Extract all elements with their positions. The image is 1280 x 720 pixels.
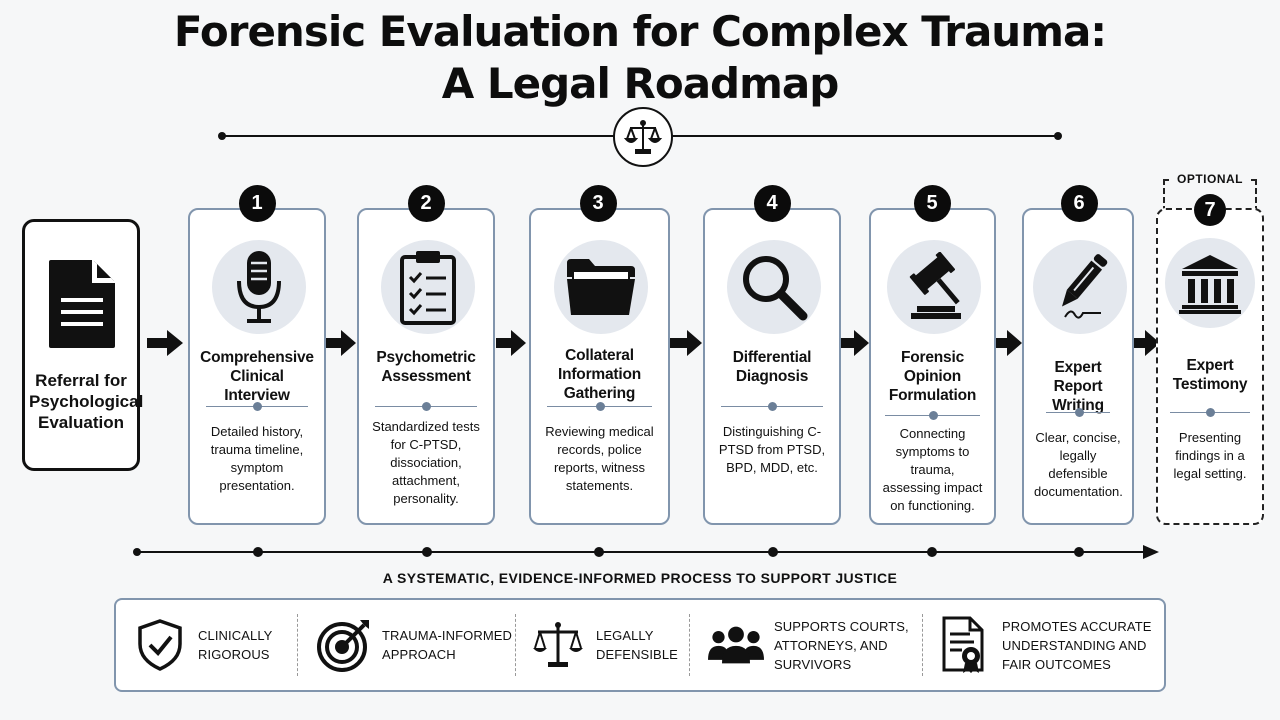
step-description: Clear, concise, legally defensible docum…	[1034, 430, 1123, 499]
step-description: Distinguishing C-PTSD from PTSD, BPD, MD…	[718, 424, 826, 475]
step-number-badge: 6	[1060, 185, 1098, 222]
gavel-icon	[909, 252, 961, 319]
timeline-dot	[1074, 547, 1084, 557]
step-description: Detailed history, trauma timeline, sympt…	[210, 424, 304, 493]
step-title: Expert Report Writing	[1052, 359, 1104, 414]
step-title: Forensic Opinion Formulation	[888, 349, 977, 404]
icon-circle	[727, 240, 821, 334]
rule-endpoint-right	[1054, 132, 1062, 140]
principle-label: SUPPORTS COURTS, ATTORNEYS, AND SURVIVOR…	[774, 618, 909, 672]
step-number-badge: 7	[1194, 194, 1226, 226]
icon-circle	[887, 240, 981, 334]
divider-dot	[421, 402, 431, 411]
divider-dot	[928, 411, 938, 420]
title-rule-left	[222, 135, 614, 137]
step-number-badge: 3	[579, 185, 617, 222]
principle-item: SUPPORTS COURTS, ATTORNEYS, AND SURVIVOR…	[708, 600, 909, 690]
scales-of-justice-icon	[623, 120, 663, 154]
arrow-right-icon	[326, 330, 356, 356]
step-description: Reviewing medical records, police report…	[545, 424, 654, 493]
folder-icon	[567, 259, 635, 315]
step-number-badge: 1	[238, 185, 276, 222]
clipboard-checklist-icon	[400, 251, 456, 325]
timeline-dot	[253, 547, 263, 557]
principle-label: TRAUMA-INFORMED APPROACH	[382, 628, 513, 662]
step-card-3: Collateral Information Gathering Reviewi…	[529, 208, 670, 525]
timeline-dot	[768, 547, 778, 557]
step-description: Presenting findings in a legal setting.	[1173, 430, 1247, 481]
step-title: Collateral Information Gathering	[557, 347, 642, 402]
step-card-4: Differential Diagnosis Distinguishing C-…	[703, 208, 841, 525]
step-description: Standardized tests for C-PTSD, dissociat…	[372, 419, 480, 506]
magnifying-glass-icon	[743, 256, 808, 321]
icon-circle	[1165, 238, 1255, 328]
step-number-badge: 2	[407, 185, 445, 222]
separator	[297, 614, 298, 676]
principle-item: PROMOTES ACCURATE UNDERSTANDING AND FAIR…	[936, 600, 1152, 690]
icon-circle	[381, 240, 475, 334]
step-title: Differential Diagnosis	[732, 349, 812, 385]
scales-emblem	[613, 107, 673, 167]
icon-circle	[554, 240, 648, 334]
microphone-icon	[237, 251, 281, 323]
step-description: Connecting symptoms to trauma, assessing…	[882, 426, 983, 513]
tagline: A SYSTEMATIC, EVIDENCE-INFORMED PROCESS …	[382, 570, 898, 586]
divider-dot	[595, 402, 605, 411]
step-card-7: Expert Testimony Presenting findings in …	[1156, 208, 1264, 525]
timeline-dot	[133, 548, 141, 556]
separator	[922, 614, 923, 676]
divider-dot	[1074, 408, 1084, 417]
timeline-dot	[927, 547, 937, 557]
step-number-badge: 4	[753, 185, 791, 222]
separator	[689, 614, 690, 676]
arrow-right-icon	[670, 330, 702, 356]
target-icon	[317, 620, 369, 672]
document-icon	[49, 260, 115, 348]
step-card-2: Psychometric Assessment Standardized tes…	[357, 208, 495, 525]
timeline-dot	[594, 547, 604, 557]
step-card-6: Expert Report Writing Clear, concise, le…	[1022, 208, 1134, 525]
principle-item: CLINICALLY RIGOROUS	[132, 600, 272, 690]
certificate-icon	[942, 616, 984, 673]
divider-dot	[1205, 408, 1215, 417]
separator	[515, 614, 516, 676]
principle-item: LEGALLY DEFENSIBLE	[530, 600, 678, 690]
principle-label: CLINICALLY RIGOROUS	[198, 628, 273, 662]
step-card-1: Comprehensive Clinical Interview Detaile…	[188, 208, 326, 525]
referral-label: Referral for Psychological Evaluation	[29, 371, 144, 432]
principle-item: TRAUMA-INFORMED APPROACH	[316, 600, 512, 690]
step-number-badge: 5	[913, 185, 951, 222]
arrow-right-icon	[996, 330, 1022, 356]
timeline-line	[137, 551, 1145, 553]
shield-check-icon	[138, 619, 182, 671]
page-title-line-2: A Legal Roadmap	[441, 59, 840, 108]
divider-dot	[767, 402, 777, 411]
title-rule-right	[672, 135, 1058, 137]
optional-tag: OPTIONAL	[1163, 172, 1257, 186]
arrow-right-icon	[147, 330, 183, 356]
arrow-right-icon	[496, 330, 526, 356]
icon-circle	[1033, 240, 1127, 334]
timeline-arrowhead-icon	[1143, 545, 1159, 559]
principle-label: LEGALLY DEFENSIBLE	[596, 628, 678, 662]
arrow-right-icon	[841, 330, 869, 356]
divider-dot	[252, 402, 262, 411]
courthouse-icon	[1179, 255, 1241, 314]
pen-icon	[1062, 254, 1108, 319]
timeline-dot	[422, 547, 432, 557]
scales-icon	[533, 622, 583, 667]
step-title: Comprehensive Clinical Interview	[200, 349, 314, 404]
page-title-line-1: Forensic Evaluation for Complex Trauma:	[173, 7, 1107, 56]
step-title: Psychometric Assessment	[376, 349, 476, 385]
principles-panel: CLINICALLY RIGOROUS TRAUMA-INFORMED APPR…	[114, 598, 1166, 692]
step-card-5: Forensic Opinion Formulation Connecting …	[869, 208, 996, 525]
referral-box: Referral for Psychological Evaluation	[22, 219, 144, 471]
step-title: Expert Testimony	[1172, 357, 1248, 393]
people-group-icon	[708, 626, 764, 664]
principle-label: PROMOTES ACCURATE UNDERSTANDING AND FAIR…	[1002, 618, 1152, 672]
arrow-right-icon	[1134, 330, 1160, 356]
icon-circle	[212, 240, 306, 334]
